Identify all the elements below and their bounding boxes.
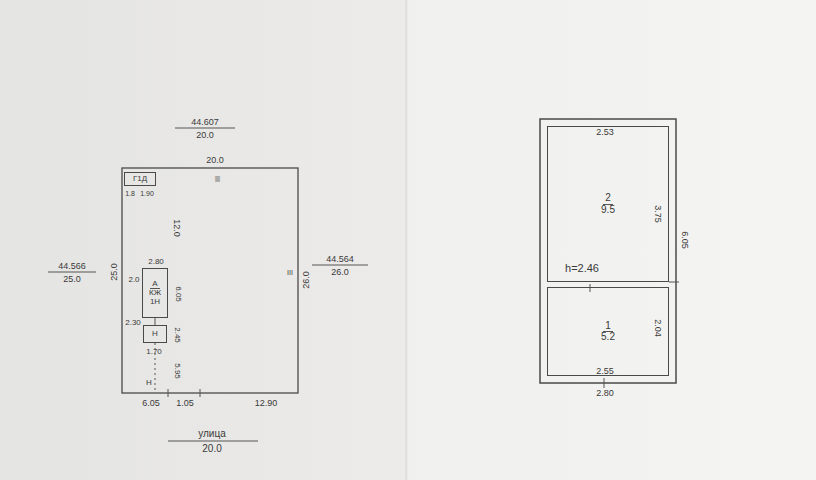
building-box: Н [143, 325, 167, 343]
room-label: А [150, 280, 159, 289]
room-label: 1 [603, 321, 613, 333]
dimension-label: 20.0 [202, 444, 221, 454]
building-outer-wall [540, 119, 676, 383]
dimension-label: h=2.46 [565, 263, 599, 274]
plot-boundary [122, 168, 298, 393]
dimension-label: 1.70 [146, 348, 162, 356]
dimension-label: III [287, 269, 293, 276]
dimension-label: 5.95 [173, 363, 181, 379]
dimension-label: 25.0 [63, 275, 81, 284]
dimension-label: 20.0 [206, 156, 224, 165]
dimension-label: 2.0 [128, 276, 139, 284]
dimension-label: 2.30 [125, 319, 141, 327]
building-box: АКЖ1Н [142, 268, 168, 318]
room-label: 5.2 [599, 332, 617, 343]
dimension-label: 25.0 [110, 263, 119, 281]
room-label: КЖ [147, 289, 163, 297]
dimension-label: 2.53 [596, 128, 614, 137]
dimension-label: 2.80 [148, 258, 164, 266]
dimension-label: 2.80 [596, 389, 614, 398]
dimension-label: 2.55 [596, 367, 614, 376]
room-box: 15.2 [547, 287, 669, 376]
dimension-label: Н [146, 379, 152, 387]
dimension-label: 44.564 [326, 255, 354, 264]
dimension-label: 6.05 [174, 286, 182, 302]
building-box: Г1Д [124, 172, 156, 186]
dimension-label: 20.0 [196, 131, 214, 140]
fraction-lines [48, 128, 368, 441]
dimension-label: улица [198, 429, 226, 439]
room-box: 29.5 [547, 126, 669, 282]
room-label: Г1Д [131, 175, 149, 183]
dimension-label: 44.566 [58, 262, 86, 271]
dimension-label: 12.0 [172, 219, 181, 237]
dimension-label: III [214, 176, 221, 182]
dimension-ticks [155, 282, 679, 397]
dimension-label: 12.90 [255, 399, 278, 408]
dimension-label: 1.05 [176, 399, 194, 408]
dimension-label: 26.0 [331, 268, 349, 277]
dimension-label: 6.05 [142, 399, 160, 408]
dimension-label: 44.607 [191, 118, 219, 127]
room-label: 2 [603, 193, 613, 205]
dimension-label: 1.8 [125, 190, 135, 197]
dimension-label: 6.05 [680, 231, 689, 249]
room-label: Н [150, 330, 160, 338]
room-label: 1Н [148, 298, 162, 306]
dimension-label: 3.75 [653, 205, 662, 223]
dimension-label: 2.45 [173, 327, 181, 343]
dimension-label: 26.0 [302, 271, 311, 289]
dimension-label: 1.90 [140, 190, 154, 197]
dimension-label: 2.04 [653, 319, 662, 337]
room-label: 9.5 [599, 205, 617, 216]
